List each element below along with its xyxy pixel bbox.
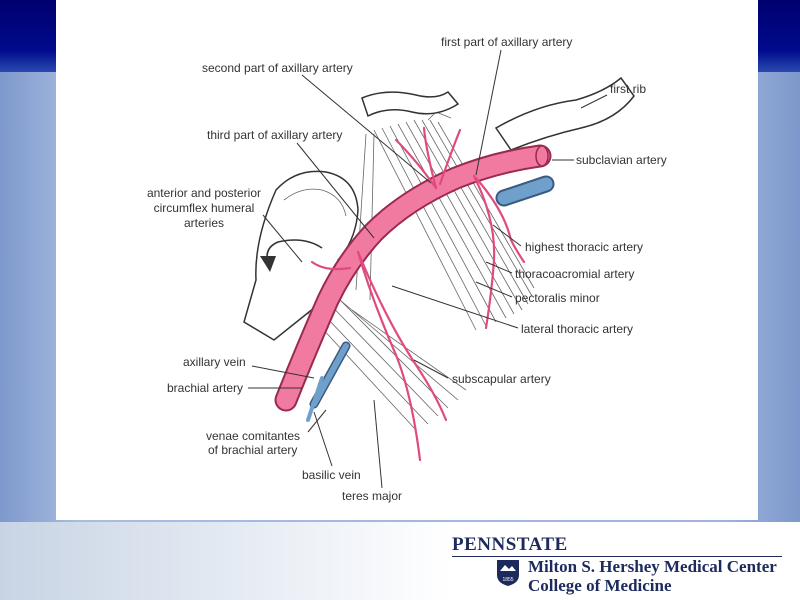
label-thoracoacromial: thoracoacromial artery bbox=[515, 267, 634, 281]
pectoralis-minor-muscle bbox=[355, 111, 535, 331]
label-subscapular: subscapular artery bbox=[452, 372, 551, 386]
label-circumflex-3: arteries bbox=[184, 216, 224, 230]
circumflex-arrow bbox=[266, 239, 323, 263]
shield-icon: 1855 bbox=[497, 560, 519, 586]
label-venae-1: venae comitantes bbox=[206, 429, 300, 443]
subclavian-artery-end bbox=[535, 145, 549, 167]
venae-comitantes bbox=[306, 376, 324, 422]
label-circumflex-2: circumflex humeral bbox=[154, 201, 255, 215]
label-venae-2: of brachial artery bbox=[208, 443, 297, 457]
artery-branches bbox=[310, 126, 526, 462]
label-third-part: third part of axillary artery bbox=[207, 128, 342, 142]
campus-photo bbox=[0, 522, 450, 600]
label-subclavian: subclavian artery bbox=[576, 153, 667, 167]
footer-divider bbox=[452, 556, 782, 557]
venae-comitantes-2 bbox=[316, 378, 330, 402]
humerus-shape bbox=[243, 170, 359, 341]
label-axillary-vein: axillary vein bbox=[183, 355, 246, 369]
axillary-artery bbox=[276, 146, 550, 410]
label-brachial: brachial artery bbox=[167, 381, 243, 395]
subclavian-vein bbox=[497, 177, 553, 205]
label-circumflex-1: anterior and posterior bbox=[147, 186, 261, 200]
label-lateral-thoracic: lateral thoracic artery bbox=[521, 322, 633, 336]
slide-panel: first part of axillary artery second par… bbox=[56, 0, 758, 520]
anatomy-diagram: first part of axillary artery second par… bbox=[147, 35, 667, 503]
circumflex-arrowhead bbox=[260, 256, 276, 272]
leader-lines bbox=[248, 49, 608, 489]
label-highest-thoracic: highest thoracic artery bbox=[525, 240, 643, 254]
label-first-part: first part of axillary artery bbox=[441, 35, 572, 49]
humerus-detail bbox=[283, 188, 347, 217]
medical-center-name: Milton S. Hershey Medical Center bbox=[528, 557, 777, 576]
shield-year: 1855 bbox=[502, 577, 513, 583]
label-pectoralis-minor: pectoralis minor bbox=[515, 291, 600, 305]
label-teres: teres major bbox=[342, 489, 402, 503]
label-second-part: second part of axillary artery bbox=[202, 61, 353, 75]
label-first-rib: first rib bbox=[610, 82, 646, 96]
first-rib-shape bbox=[494, 76, 635, 151]
pennstate-logo-text: PENNSTATE bbox=[452, 534, 568, 555]
label-basilic: basilic vein bbox=[302, 468, 361, 482]
clavicle-shape bbox=[361, 91, 460, 118]
college-name: College of Medicine bbox=[528, 576, 672, 595]
